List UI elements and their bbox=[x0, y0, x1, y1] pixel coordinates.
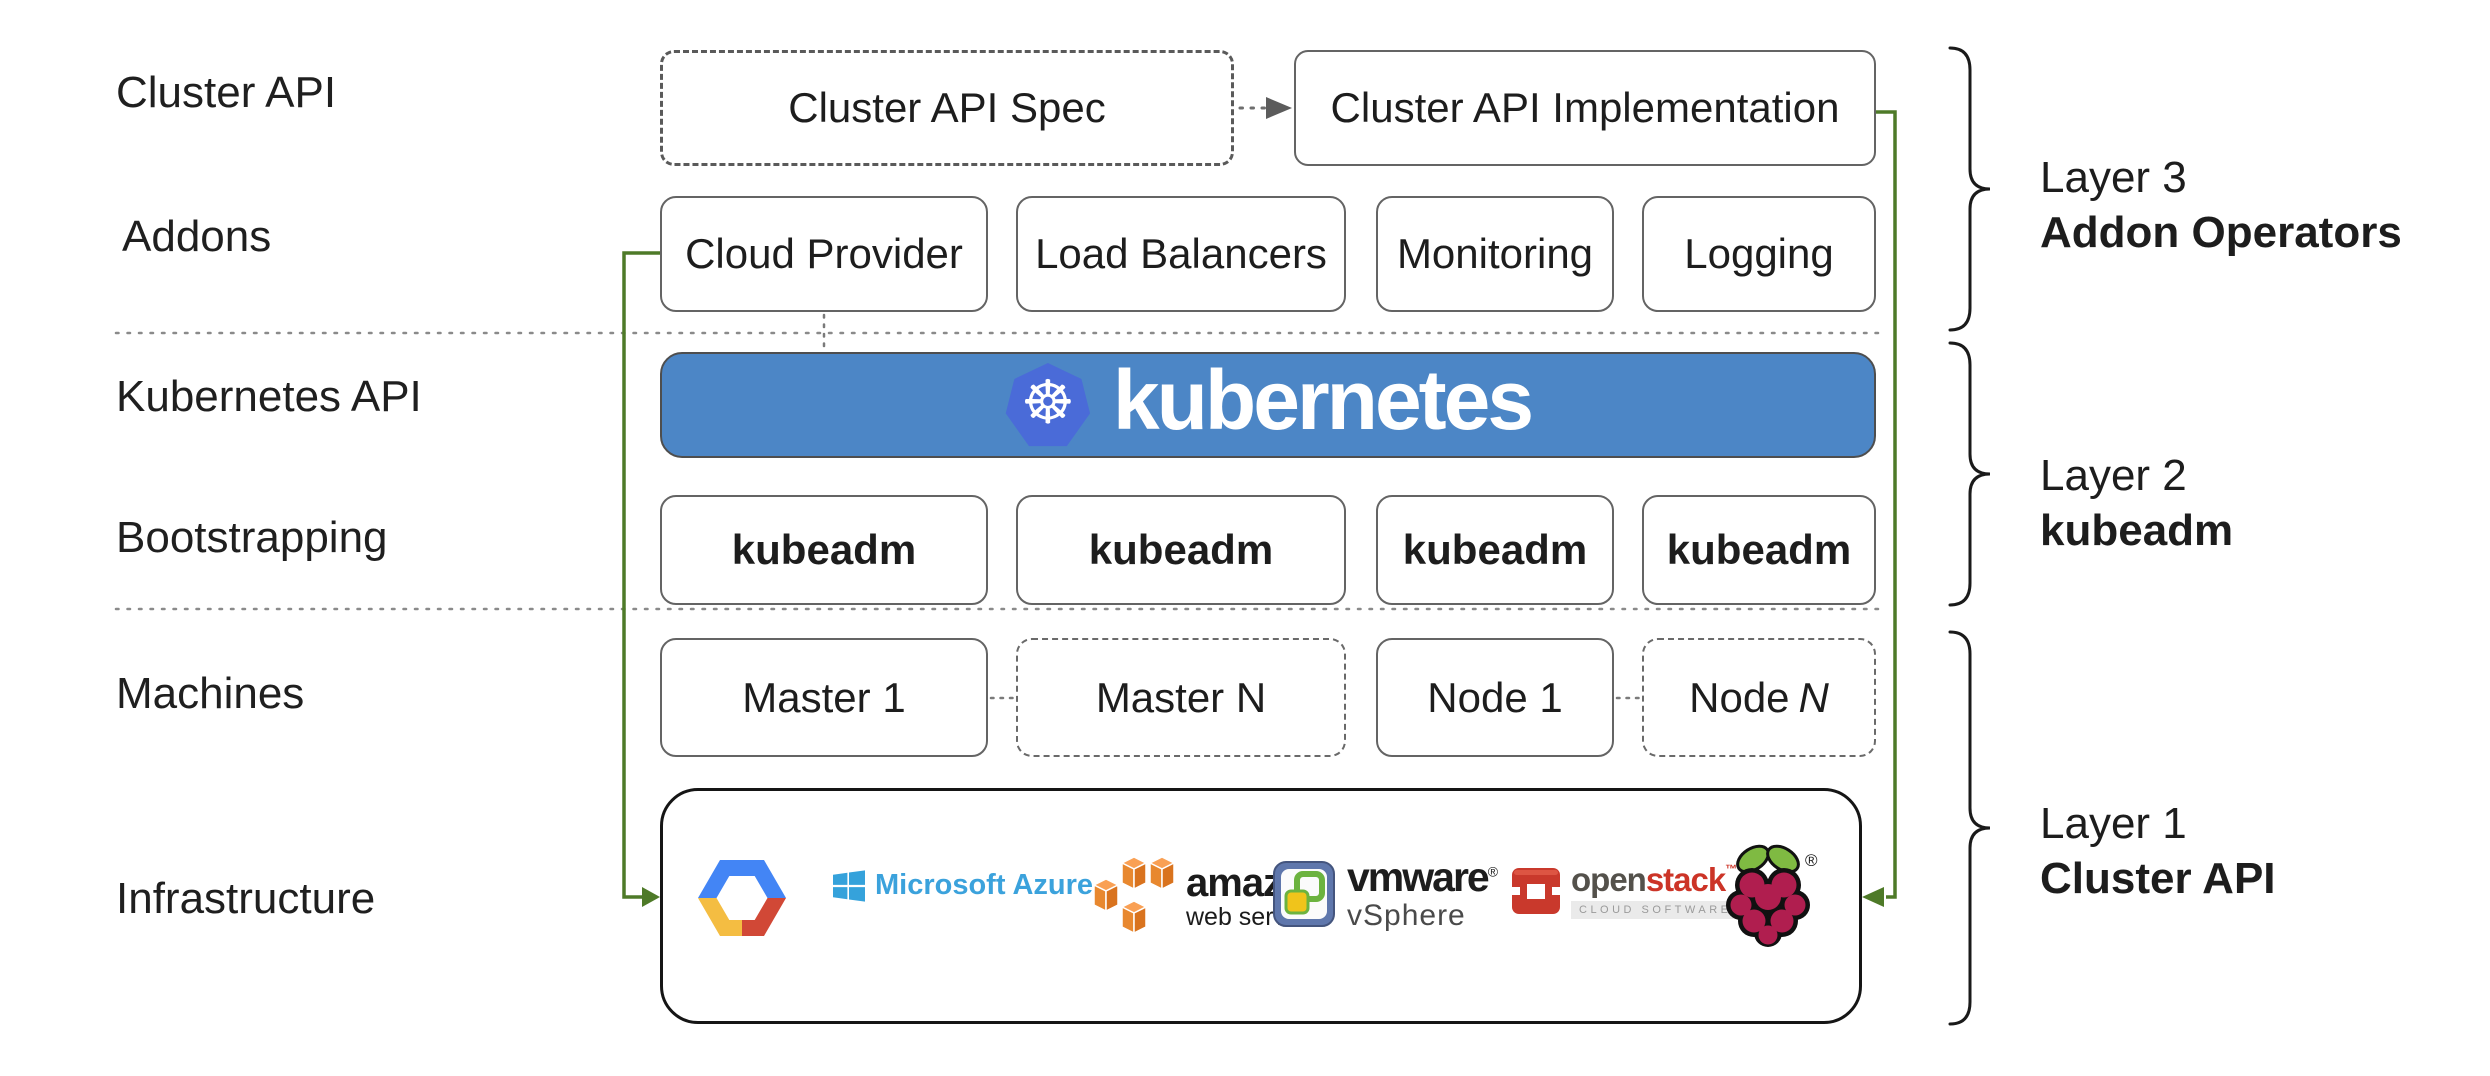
gcp-hexagon-icon bbox=[698, 860, 786, 936]
layer-2-label: Layer 2 kubeadm bbox=[2040, 448, 2233, 558]
row-label-machines: Machines bbox=[116, 669, 305, 718]
machine-label-n: N bbox=[1798, 673, 1829, 721]
kubeadm-label: kubeadm bbox=[731, 526, 917, 573]
kubeadm-label: kubeadm bbox=[1402, 526, 1588, 573]
spec-to-impl-arrowhead bbox=[1266, 97, 1292, 119]
cluster-api-implementation-box: Cluster API Implementation bbox=[1294, 50, 1876, 166]
google-cloud-platform-logo bbox=[695, 853, 789, 943]
aws-cubes-icon bbox=[1093, 857, 1175, 934]
kubernetes-banner: ☸ kubernetes bbox=[660, 352, 1876, 458]
azure-wordmark: Microsoft Azure bbox=[875, 869, 1094, 901]
row-label-bootstrapping: Bootstrapping bbox=[116, 513, 388, 562]
layer-2-title: Layer 2 bbox=[2040, 451, 2187, 500]
brace-layer-1 bbox=[1948, 630, 1991, 1026]
layer-1-title: Layer 1 bbox=[2040, 799, 2187, 848]
machine-box-master-1: Master 1 bbox=[660, 638, 988, 757]
row-label-cluster-api: Cluster API bbox=[116, 68, 337, 117]
layer-3-subtitle: Addon Operators bbox=[2040, 208, 2402, 257]
brace-layer-3 bbox=[1948, 46, 1991, 332]
layer-1-label: Layer 1 Cluster API bbox=[2040, 796, 2276, 906]
raspberry-pi-reg-mark: ® bbox=[1805, 851, 1818, 870]
openstack-icon bbox=[1511, 868, 1561, 914]
machine-box-master-n: Master N bbox=[1016, 638, 1346, 757]
addon-box-load-balancers: Load Balancers bbox=[1016, 196, 1346, 312]
kubeadm-label: kubeadm bbox=[1088, 526, 1274, 573]
kubeadm-box-4: kubeadm bbox=[1642, 495, 1876, 605]
azure-flag-icon bbox=[833, 869, 865, 902]
addon-label: Load Balancers bbox=[1035, 230, 1327, 277]
kubernetes-wordmark: kubernetes bbox=[1112, 352, 1534, 447]
green-arrowhead-right bbox=[1862, 887, 1884, 907]
vmware-wordmark: vmware® bbox=[1347, 854, 1498, 900]
kubernetes-logo-icon: ☸ bbox=[1005, 363, 1091, 447]
layer-3-label: Layer 3 Addon Operators bbox=[2040, 150, 2402, 260]
openstack-wordmark: openstack™ bbox=[1571, 861, 1737, 898]
openstack-subtitle: CLOUD SOFTWARE bbox=[1571, 901, 1740, 919]
kubeadm-box-2: kubeadm bbox=[1016, 495, 1346, 605]
kubernetes-wheel-glyph: ☸ bbox=[1021, 368, 1075, 438]
raspberry-pi-logo: ® bbox=[1723, 839, 1819, 951]
green-connector-left bbox=[622, 251, 660, 899]
raspberry-pi-icon bbox=[1726, 844, 1810, 947]
vmware-icon bbox=[1273, 861, 1335, 927]
machine-label: Master N bbox=[1095, 673, 1267, 721]
addon-label: Logging bbox=[1684, 230, 1834, 277]
kubeadm-box-3: kubeadm bbox=[1376, 495, 1614, 605]
machine-label: Master 1 bbox=[742, 673, 906, 721]
microsoft-azure-logo: Microsoft Azure bbox=[833, 869, 1093, 902]
cluster-api-spec-label: Cluster API Spec bbox=[788, 84, 1106, 131]
green-connector-right bbox=[1876, 110, 1897, 899]
vmware-vsphere-logo: vmware® vSphere bbox=[1273, 854, 1498, 932]
addon-label: Cloud Provider bbox=[685, 230, 963, 277]
openstack-tm-mark: ™ bbox=[1725, 862, 1737, 876]
row-label-infrastructure: Infrastructure bbox=[116, 874, 376, 923]
kubeadm-box-1: kubeadm bbox=[660, 495, 988, 605]
brace-layer-2 bbox=[1948, 341, 1991, 607]
row-label-addons: Addons bbox=[122, 212, 272, 261]
kubeadm-label: kubeadm bbox=[1666, 526, 1852, 573]
layer-2-subtitle: kubeadm bbox=[2040, 506, 2234, 555]
infrastructure-box: Microsoft Azure bbox=[660, 788, 1862, 1024]
addon-box-monitoring: Monitoring bbox=[1376, 196, 1614, 312]
machine-label: Node 1 bbox=[1427, 673, 1563, 721]
layer-3-title: Layer 3 bbox=[2040, 153, 2187, 202]
machine-label: Node bbox=[1689, 673, 1790, 721]
addon-label: Monitoring bbox=[1396, 230, 1594, 277]
vsphere-wordmark: vSphere bbox=[1347, 899, 1466, 932]
cluster-api-implementation-label: Cluster API Implementation bbox=[1330, 84, 1840, 131]
vmware-reg-mark: ® bbox=[1487, 863, 1498, 880]
layer-1-subtitle: Cluster API bbox=[2040, 854, 2276, 903]
green-arrowhead-left bbox=[642, 887, 660, 907]
machine-box-node-1: Node 1 bbox=[1376, 638, 1614, 757]
row-label-kubernetes-api: Kubernetes API bbox=[116, 372, 422, 421]
addon-box-cloud-provider: Cloud Provider bbox=[660, 196, 988, 312]
addon-box-logging: Logging bbox=[1642, 196, 1876, 312]
openstack-logo: openstack™ CLOUD SOFTWARE bbox=[1511, 863, 1740, 919]
cluster-api-spec-box: Cluster API Spec bbox=[660, 50, 1234, 166]
